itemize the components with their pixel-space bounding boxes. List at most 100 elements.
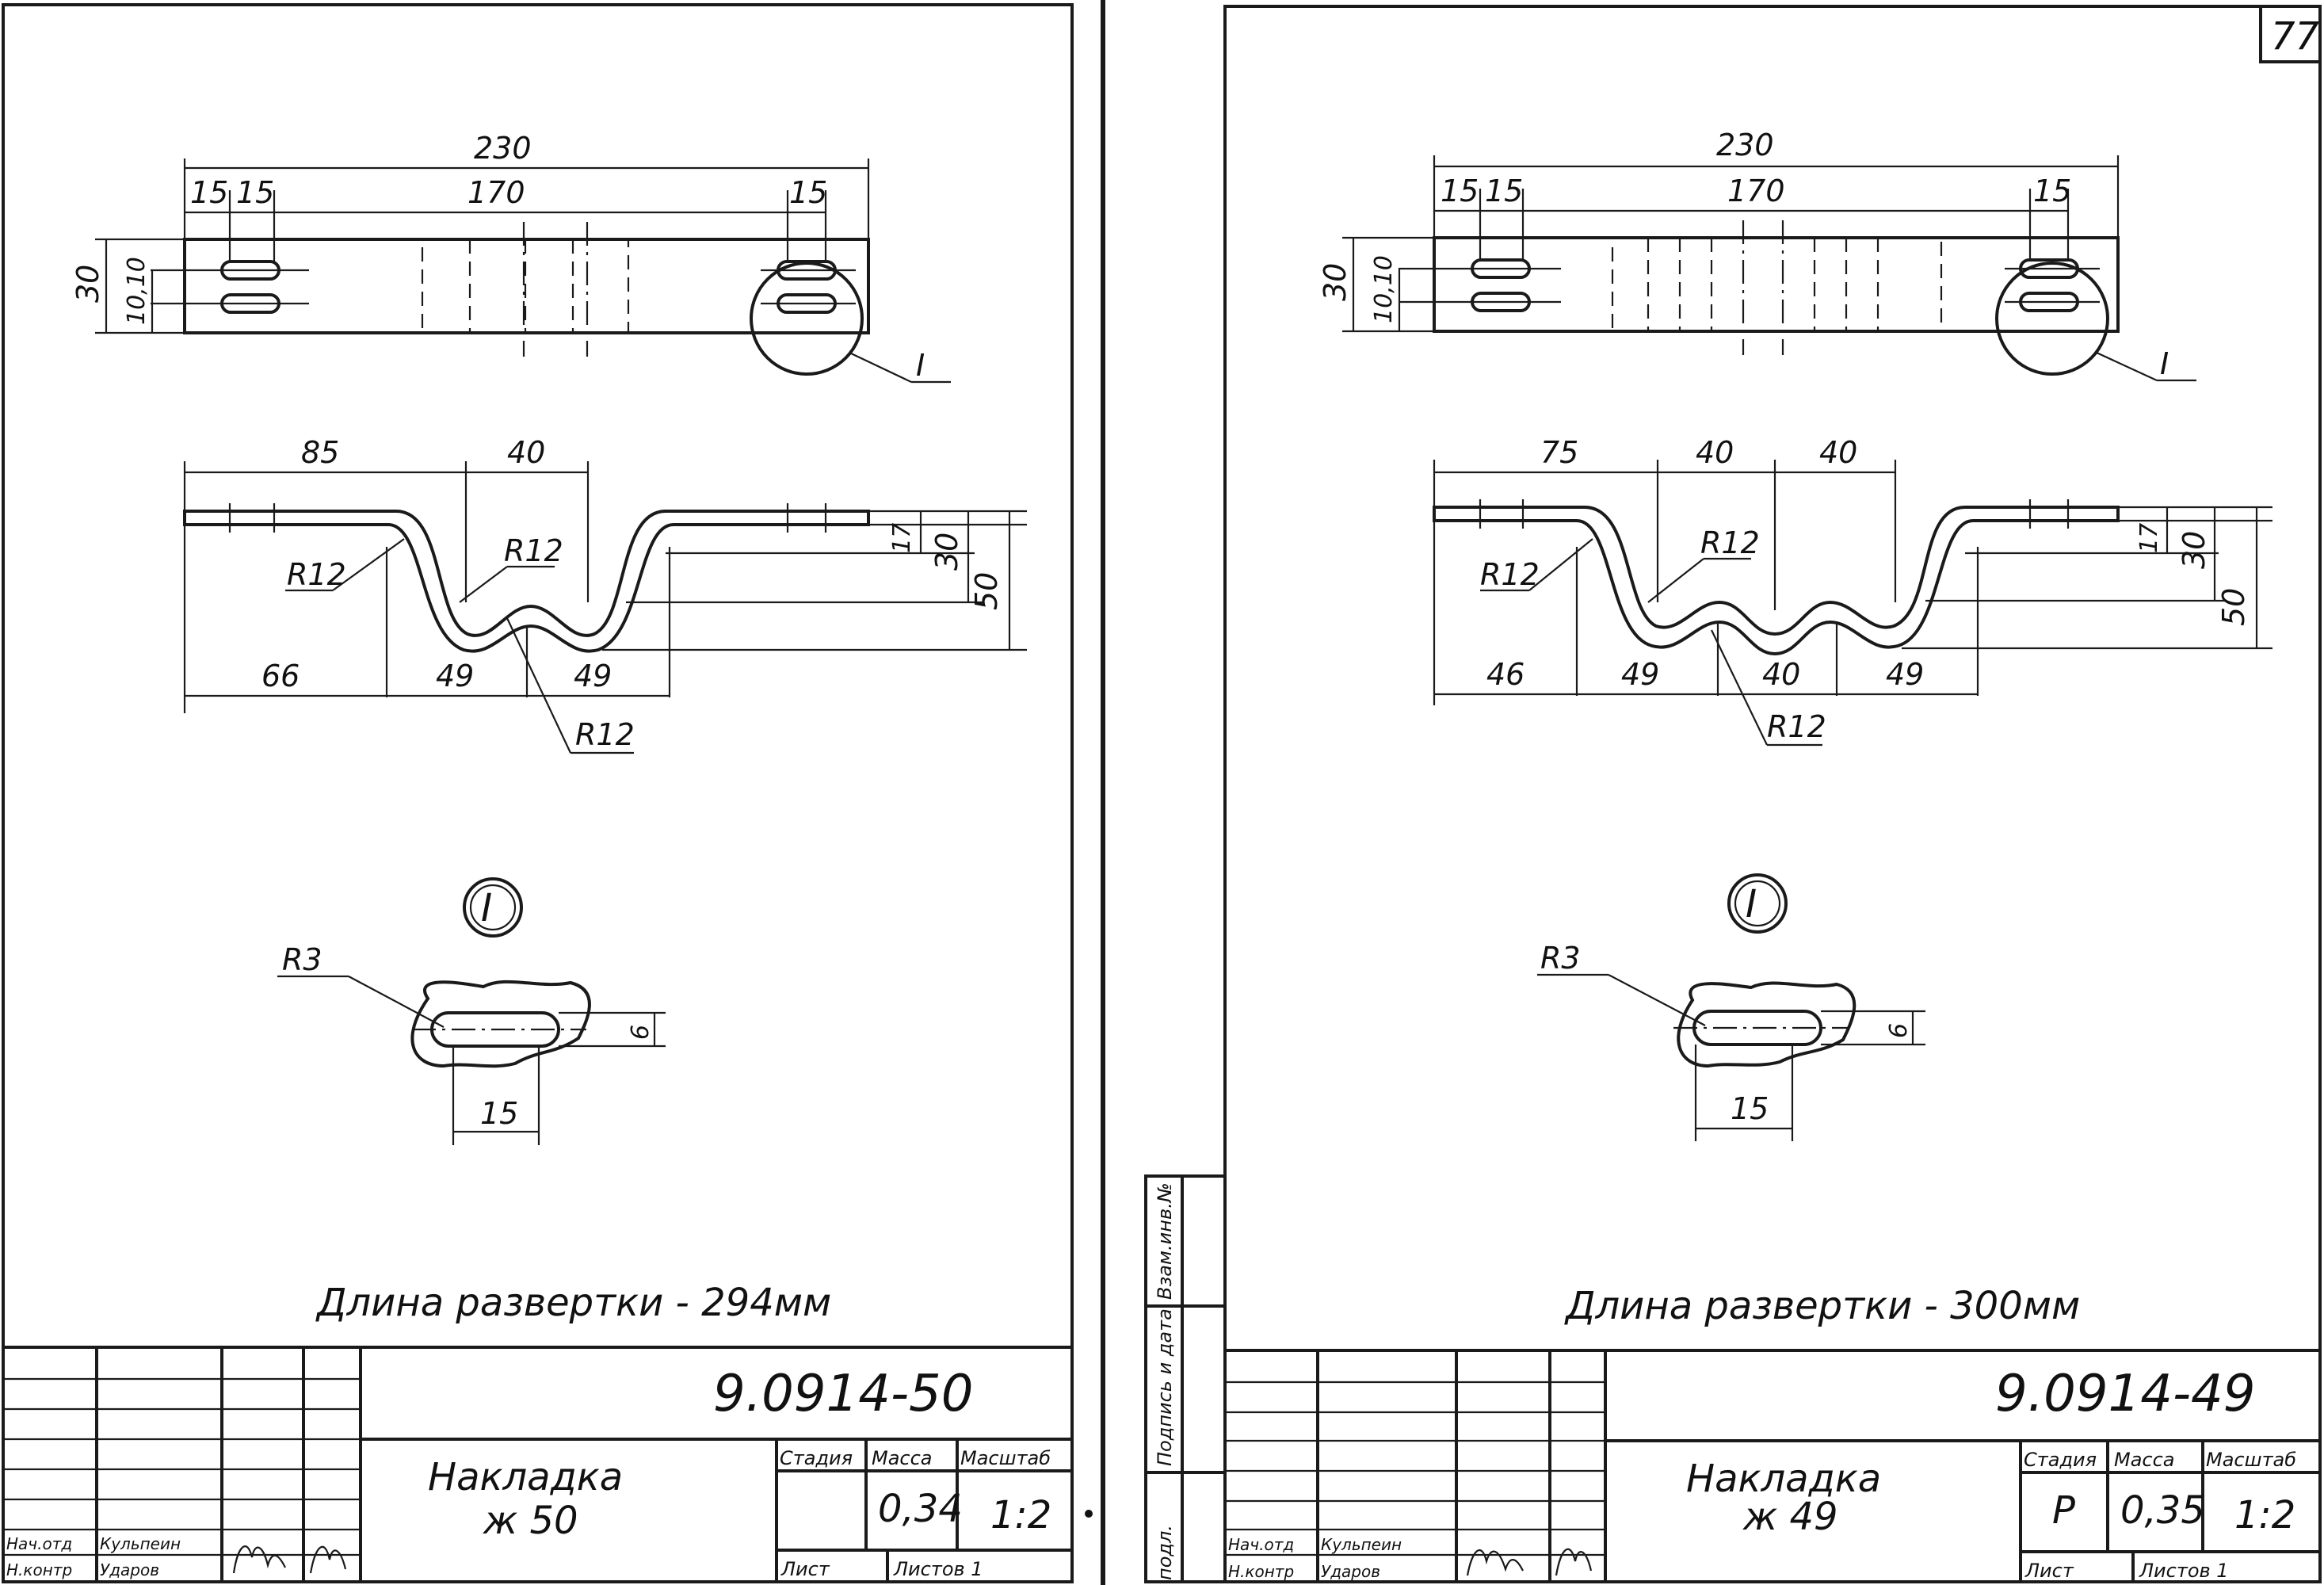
right-person-2: Ударов xyxy=(1321,1562,1380,1581)
left-detail-15: 15 xyxy=(480,1096,518,1131)
left-part-name: Накладка xyxy=(428,1455,623,1499)
left-dim-85: 85 xyxy=(301,435,339,470)
left-dim-10-10: 10,10 xyxy=(123,257,151,325)
side-stamp-frame xyxy=(1144,1174,1227,1583)
left-mass: 0,34 xyxy=(878,1487,963,1531)
side-stamp-original: подл. xyxy=(1154,1525,1176,1580)
right-dim-15b: 15 xyxy=(1485,174,1523,208)
side-stamp: Взам.инв.№ Подпись и дата подл. xyxy=(1144,1174,1227,1583)
right-hdr-mass: Масса xyxy=(2114,1449,2175,1471)
left-dim-230: 230 xyxy=(474,131,532,166)
right-role-1: Нач.отд xyxy=(1228,1535,1294,1554)
right-part-name: Накладка xyxy=(1686,1457,1881,1501)
left-dim-30: 30 xyxy=(71,265,105,303)
left-designation: 9.0914-50 xyxy=(713,1365,973,1423)
right-hdr-stage: Стадия xyxy=(2024,1449,2097,1471)
right-profile-view: 75 40 40 17 30 50 46 49 40 49 R12 R12 xyxy=(1433,435,2272,747)
left-plate-outline xyxy=(183,238,870,334)
left-signature-1 xyxy=(232,1545,286,1574)
page-number-box xyxy=(2259,5,2322,63)
right-dim-75: 75 xyxy=(1540,435,1578,470)
right-detail-view: I R3 6 15 xyxy=(1537,873,1925,1141)
right-dim-15c: 15 xyxy=(2033,174,2071,208)
right-dim-40b: 40 xyxy=(1819,435,1857,470)
left-dim-66: 66 xyxy=(261,659,300,693)
right-dim-17: 17 xyxy=(2135,523,2163,553)
left-radius-1: R12 xyxy=(287,557,346,592)
right-detail-15: 15 xyxy=(1731,1091,1769,1126)
right-dim-49b: 49 xyxy=(1886,657,1924,692)
right-dim-40c: 40 xyxy=(1762,657,1800,692)
right-signature-2 xyxy=(1555,1548,1593,1576)
left-person-1: Кульпеин xyxy=(100,1534,181,1553)
left-callout-circle xyxy=(750,262,864,376)
left-dim-15a: 15 xyxy=(190,175,228,210)
left-part-subtitle: ж 50 xyxy=(483,1499,578,1543)
right-sheet-frame xyxy=(1223,5,2322,1583)
right-dim-40a: 40 xyxy=(1696,435,1734,470)
right-dim-230: 230 xyxy=(1716,128,1774,162)
right-title-block: 9.0914-49 Накладка ж 49 Стадия Масса Мас… xyxy=(1225,1349,2320,1582)
right-dim-15a: 15 xyxy=(1441,174,1479,208)
right-hdr-scale: Масштаб xyxy=(2206,1449,2296,1471)
left-scale: 1:2 xyxy=(990,1493,1051,1537)
side-stamp-signature-date: Подпись и дата xyxy=(1154,1308,1176,1466)
left-detail-r3: R3 xyxy=(282,942,322,977)
right-dim-30: 30 xyxy=(1318,263,1353,301)
left-detail-label: I xyxy=(481,886,492,930)
right-dim-46: 46 xyxy=(1486,657,1525,692)
right-dim-49a: 49 xyxy=(1621,657,1659,692)
left-callout-label: I xyxy=(916,348,925,383)
left-dim-49a: 49 xyxy=(436,659,474,693)
right-scale: 1:2 xyxy=(2234,1493,2295,1537)
right-dim-30b: 30 xyxy=(2177,531,2211,569)
right-person-1: Кульпеин xyxy=(1321,1535,1402,1554)
left-dim-170: 170 xyxy=(467,175,525,210)
left-person-2: Ударов xyxy=(100,1560,159,1579)
right-radius-1: R12 xyxy=(1480,557,1540,592)
left-profile-view: 85 40 17 30 50 66 49 49 R12 R12 R12 xyxy=(183,435,1027,754)
right-sheet-label: Лист xyxy=(2024,1560,2074,1582)
right-designation: 9.0914-49 xyxy=(1995,1365,2255,1423)
right-detail-label: I xyxy=(1746,882,1757,926)
left-signature-2 xyxy=(309,1545,347,1574)
right-top-view: I 230 15 15 170 15 30 10,10 xyxy=(1318,128,2196,382)
right-part-subtitle: ж 49 xyxy=(1742,1495,1838,1539)
right-dim-50: 50 xyxy=(2216,588,2251,626)
left-role-2: Н.контр xyxy=(6,1560,72,1579)
left-dim-50: 50 xyxy=(969,572,1004,610)
left-dim-15c: 15 xyxy=(789,175,827,210)
right-callout-label: I xyxy=(2160,346,2169,381)
left-radius-3: R12 xyxy=(575,717,635,752)
left-dim-40: 40 xyxy=(507,435,545,470)
left-hdr-scale: Масштаб xyxy=(960,1447,1051,1469)
center-dot xyxy=(1085,1510,1093,1518)
left-detail-badge xyxy=(463,877,523,938)
left-hdr-mass: Масса xyxy=(872,1447,933,1469)
left-dim-17: 17 xyxy=(888,523,916,553)
right-signature-1 xyxy=(1466,1549,1524,1576)
side-stamp-replaced-inv: Взам.инв.№ xyxy=(1154,1182,1176,1300)
right-detail-break-outline xyxy=(1677,981,1857,1068)
left-dim-30b: 30 xyxy=(929,533,964,571)
page-number: 77 xyxy=(2271,14,2320,59)
right-detail-6: 6 xyxy=(1885,1023,1913,1038)
left-detail-view: I R3 6 15 xyxy=(277,877,666,1145)
right-dim-170: 170 xyxy=(1727,174,1785,208)
right-radius-2: R12 xyxy=(1700,525,1760,560)
right-detail-badge xyxy=(1727,873,1788,934)
left-sheets-label: Листов 1 xyxy=(893,1558,983,1580)
right-radius-3: R12 xyxy=(1767,709,1826,744)
left-detail-break-outline xyxy=(410,980,591,1068)
left-top-view: I 230 15 15 170 15 30 10,10 xyxy=(71,131,951,384)
left-detail-6: 6 xyxy=(627,1025,654,1040)
left-radius-2: R12 xyxy=(504,533,563,568)
right-length-note: Длина развертки - 300мм xyxy=(1564,1284,2080,1328)
left-role-1: Нач.отд xyxy=(6,1534,72,1553)
right-dim-10-10: 10,10 xyxy=(1370,255,1398,323)
left-sheet-frame xyxy=(2,3,1074,1583)
right-detail-r3: R3 xyxy=(1540,941,1581,976)
right-stage: Р xyxy=(2052,1488,2075,1533)
right-mass: 0,35 xyxy=(2120,1488,2205,1533)
